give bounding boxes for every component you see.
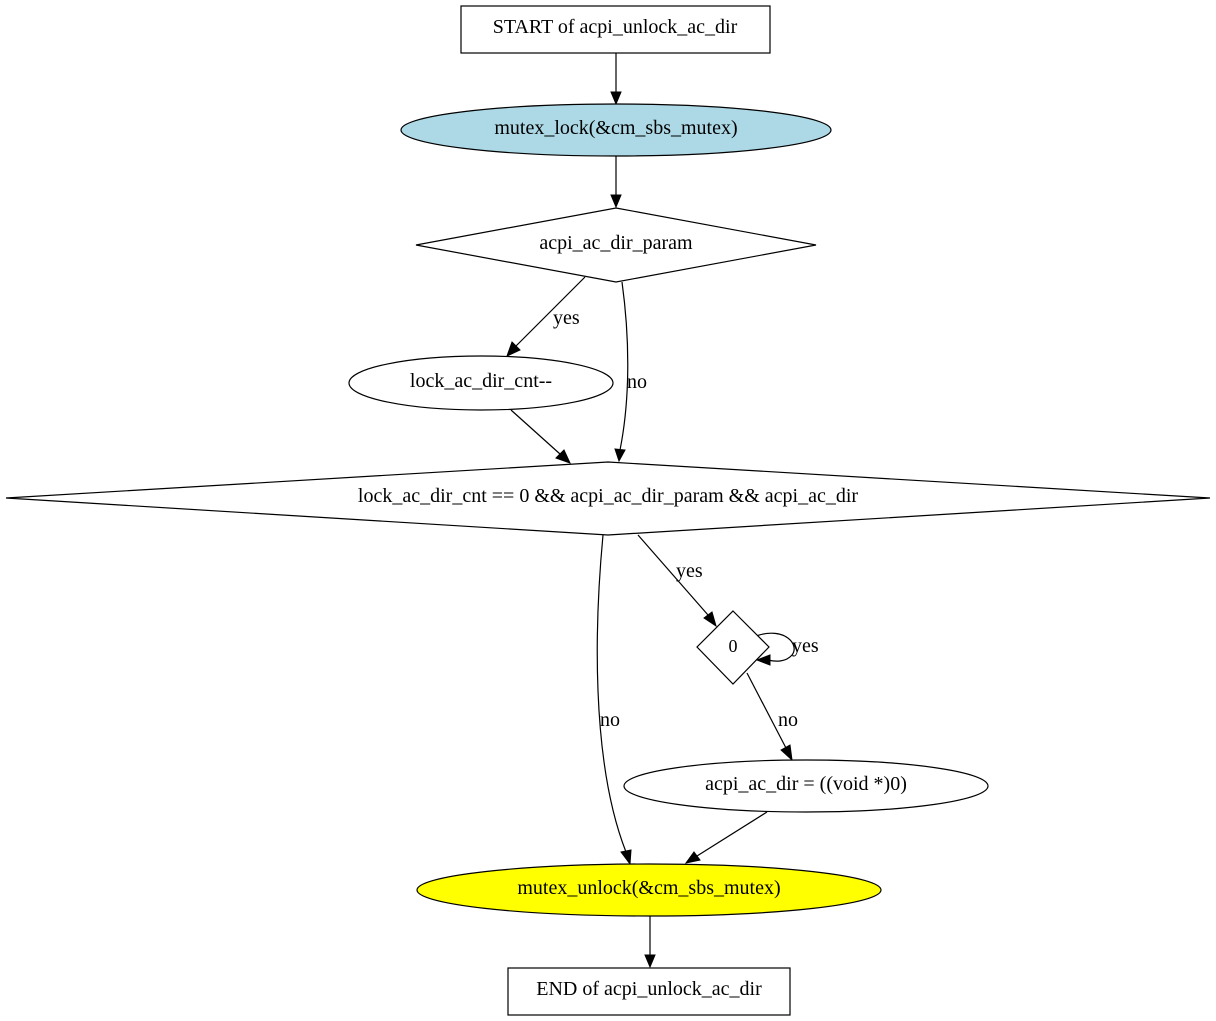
node-start-label: START of acpi_unlock_ac_dir [493,16,738,38]
edge-cond2-no: no [596,534,632,866]
node-mutex-unlock: mutex_unlock(&cm_sbs_mutex) [416,863,882,917]
node-start: START of acpi_unlock_ac_dir [460,5,771,54]
edge-label-loop-no: no [778,709,798,731]
edge-decrement-to-cond2 [510,409,571,464]
edge-loop-yes: yes [755,632,819,666]
node-decrement: lock_ac_dir_cnt-- [348,355,614,411]
edge-cond1-no: no [614,281,647,463]
node-end-label: END of acpi_unlock_ac_dir [536,978,762,1000]
edge-unlock-to-end [644,916,656,969]
node-cond2: lock_ac_dir_cnt == 0 && acpi_ac_dir_para… [5,461,1211,536]
edge-label-cond1-yes: yes [553,307,580,329]
node-cond1: acpi_ac_dir_param [415,207,817,283]
node-cond2-label: lock_ac_dir_cnt == 0 && acpi_ac_dir_para… [358,485,858,507]
node-mutex-lock: mutex_lock(&cm_sbs_mutex) [400,103,832,157]
edge-label-cond2-yes: yes [676,560,703,582]
node-loop-label: 0 [729,636,738,656]
node-mutex-unlock-shape [416,863,882,917]
edge-label-cond2-no: no [600,709,620,731]
node-mutex-lock-shape [400,103,832,157]
edge-lock-to-cond1 [610,156,622,209]
edge-label-cond1-no: no [627,371,647,393]
node-end: END of acpi_unlock_ac_dir [507,967,791,1016]
edge-cond2-yes: yes [637,534,717,628]
node-mutex-unlock-label: mutex_unlock(&cm_sbs_mutex) [517,877,780,899]
node-mutex-lock-label: mutex_lock(&cm_sbs_mutex) [494,117,737,139]
node-assign: acpi_ac_dir = ((void *)0) [623,759,989,813]
node-cond1-label: acpi_ac_dir_param [539,232,693,254]
edge-cond1-yes: yes [506,276,586,357]
node-decrement-label: lock_ac_dir_cnt-- [410,370,552,392]
edge-loop-no: no [746,672,798,762]
edge-label-loop-yes: yes [792,635,819,657]
node-loop: 0 [696,610,770,685]
edge-start-to-lock [610,53,622,106]
edge-assign-to-unlock [684,811,768,864]
node-assign-label: acpi_ac_dir = ((void *)0) [705,773,907,795]
